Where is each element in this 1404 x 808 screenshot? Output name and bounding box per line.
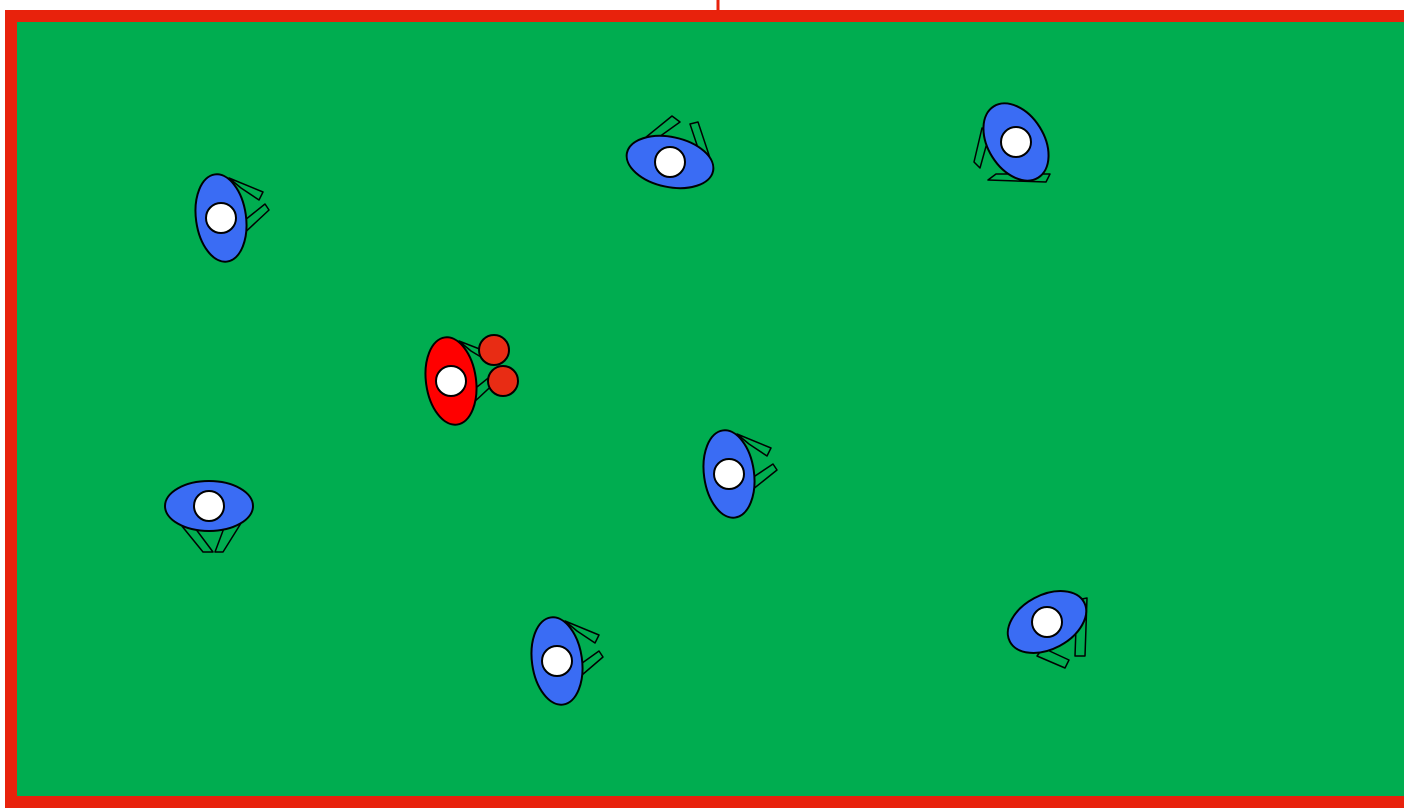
field-surface [11,16,1404,802]
player-head-icon [436,366,466,396]
player-head-icon [1001,127,1031,157]
player-head-icon [194,491,224,521]
player-head-icon [542,646,572,676]
player-head-icon [1032,607,1062,637]
ball-icon[interactable] [488,366,518,396]
player-head-icon [714,459,744,489]
player-head-icon [655,147,685,177]
ball-icon[interactable] [479,335,509,365]
player-head-icon [206,203,236,233]
